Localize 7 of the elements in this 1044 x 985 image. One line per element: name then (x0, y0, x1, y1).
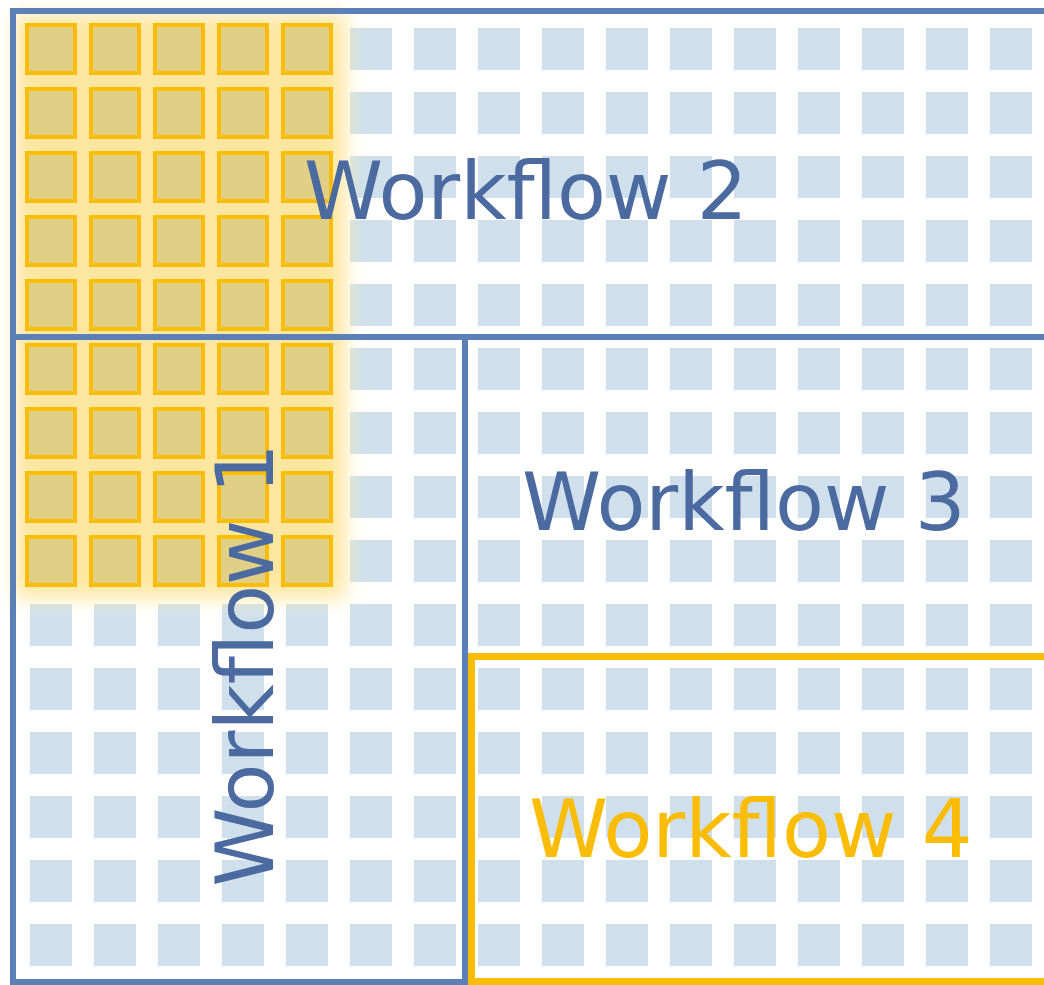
region-label: Workflow 1 (206, 443, 286, 887)
region-label: Workflow 3 (522, 463, 966, 543)
region-frame (468, 653, 1044, 985)
region-frame (10, 340, 468, 985)
region-frame (10, 8, 1044, 340)
region-label: Workflow 4 (529, 790, 973, 870)
region-label: Workflow 2 (304, 152, 748, 232)
